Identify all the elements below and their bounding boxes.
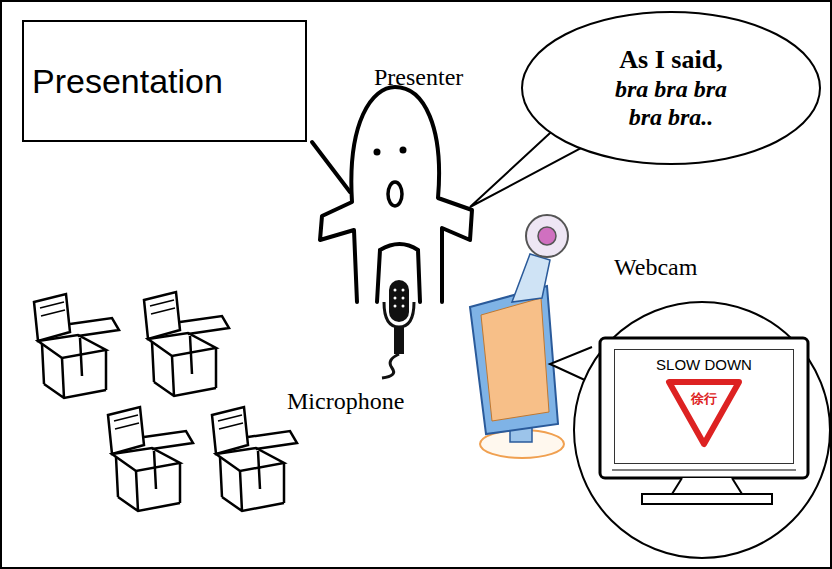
- microphone-symbol: [382, 280, 414, 378]
- node-text: As I said,: [619, 45, 722, 75]
- pointer-stick: [312, 142, 350, 192]
- zoom-circle: [574, 302, 830, 558]
- node-text: Presentation: [32, 62, 223, 101]
- presenter-figure: [320, 87, 472, 302]
- node-body-text: bra bra bra bra bra..: [601, 75, 741, 131]
- webcam-monitor: [470, 215, 568, 458]
- presentation-box: Presentation: [22, 20, 307, 142]
- chair: [34, 294, 119, 398]
- chair: [144, 292, 229, 396]
- ellipse-shape: [522, 12, 820, 164]
- node-text: 徐行: [665, 390, 743, 408]
- part-label: Microphone: [287, 388, 404, 415]
- triangle-outline: [665, 378, 743, 448]
- mouth: [388, 182, 402, 206]
- part-label: Presenter: [374, 64, 463, 91]
- chair: [212, 407, 297, 511]
- eye: [374, 149, 381, 156]
- chair: [108, 407, 193, 511]
- speech-bubble: As I said,bra bra bra bra bra..: [520, 10, 822, 166]
- eye: [400, 147, 407, 154]
- part-label: Webcam: [614, 254, 697, 281]
- node-text: SLOW DOWN: [615, 356, 793, 373]
- slow-down-sign: 徐行: [665, 378, 743, 448]
- monitor-symbol: [600, 338, 808, 504]
- monitor-screen: SLOW DOWN 徐行: [614, 349, 794, 464]
